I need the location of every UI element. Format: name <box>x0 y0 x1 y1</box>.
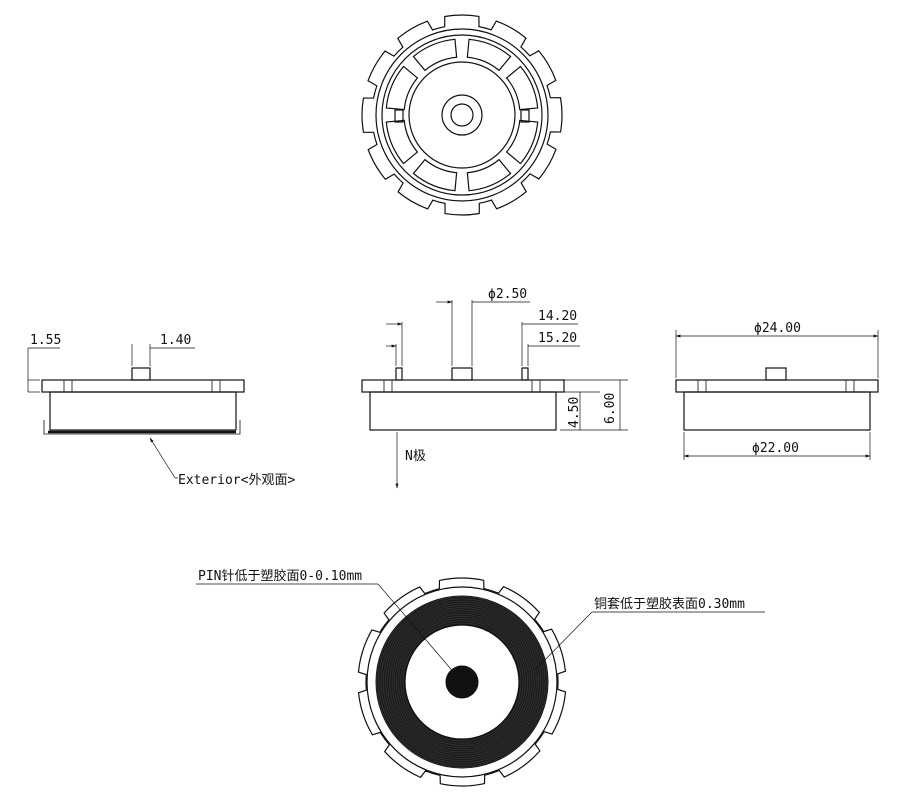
top-view <box>361 14 563 216</box>
outer-rim-with-notches <box>361 14 563 216</box>
left-side-view: 1.55 1.40 Exterior<外观面> <box>27 333 295 488</box>
terminal-left <box>394 109 404 123</box>
sleeve-ring <box>400 620 524 744</box>
sleeve-ring <box>393 613 531 751</box>
slot-ring-outer <box>381 34 543 196</box>
sleeve-ring <box>380 600 544 764</box>
notched-rim-outline <box>361 14 563 216</box>
sleeve-ring <box>382 602 542 762</box>
dim-14-20-label: 14.20 <box>538 309 577 324</box>
notched-rim-outline <box>357 577 567 787</box>
sleeve-ring <box>396 616 528 748</box>
n-pole-label: N极 <box>405 449 426 464</box>
sleeve-note: 铜套低于塑胶表面0.30mm <box>594 596 745 612</box>
exterior-callout: Exterior<外观面> <box>178 473 295 488</box>
dim-24-00-label: ϕ24.00 <box>754 321 801 336</box>
dim-pin-diameter-label: ϕ2.50 <box>488 287 527 302</box>
sleeve-ring <box>378 598 546 766</box>
center-hub-outer <box>408 61 516 169</box>
terminal-left <box>395 367 403 381</box>
dim-22-00-label: ϕ22.00 <box>752 441 799 456</box>
slot <box>385 65 419 111</box>
outer-ring-inner-edge <box>375 28 549 202</box>
slot <box>412 38 458 72</box>
terminal-right <box>521 367 529 381</box>
slot <box>412 158 458 192</box>
dim-4-50-label: 4.50 <box>567 397 582 428</box>
pin-stub <box>451 367 473 381</box>
slot <box>466 38 512 72</box>
dim-6-00-label: 6.00 <box>603 393 618 424</box>
outer-rim-with-notches <box>357 577 567 787</box>
slot <box>385 119 419 165</box>
dim-1-55-label: 1.55 <box>30 333 61 348</box>
sleeve-ring <box>389 609 535 755</box>
sleeve-ring <box>387 607 537 757</box>
rim-inner-edge <box>366 586 558 778</box>
slot <box>505 65 539 111</box>
right-side-view: ϕ24.00 ϕ22.00 <box>675 321 879 460</box>
terminal-right <box>520 109 530 123</box>
sleeve-texture <box>376 596 548 768</box>
sleeve-ring <box>391 611 533 753</box>
pin-stub <box>131 367 151 381</box>
dim-15-20-label: 15.20 <box>538 331 577 346</box>
bottom-view: PIN针低于塑胶面0-0.10mm 铜套低于塑胶表面0.30mm <box>196 568 765 787</box>
sleeve-ring <box>385 605 539 759</box>
dim-1-40-label: 1.40 <box>160 333 191 348</box>
sleeve-ring <box>398 618 526 746</box>
body <box>49 391 237 431</box>
slot <box>505 119 539 165</box>
body <box>683 391 871 431</box>
sleeve-ring <box>376 596 548 768</box>
front-view: ϕ2.50 14.20 15.20 4.50 6.00 N极 <box>361 287 628 489</box>
sleeve-ring <box>402 622 522 742</box>
slot <box>466 158 512 192</box>
pin-stub <box>765 367 787 381</box>
pin-hole <box>450 103 474 127</box>
pin-boss <box>441 94 483 136</box>
radial-slots <box>385 38 539 192</box>
pin-note: PIN针低于塑胶面0-0.10mm <box>198 568 362 584</box>
body <box>369 391 557 431</box>
